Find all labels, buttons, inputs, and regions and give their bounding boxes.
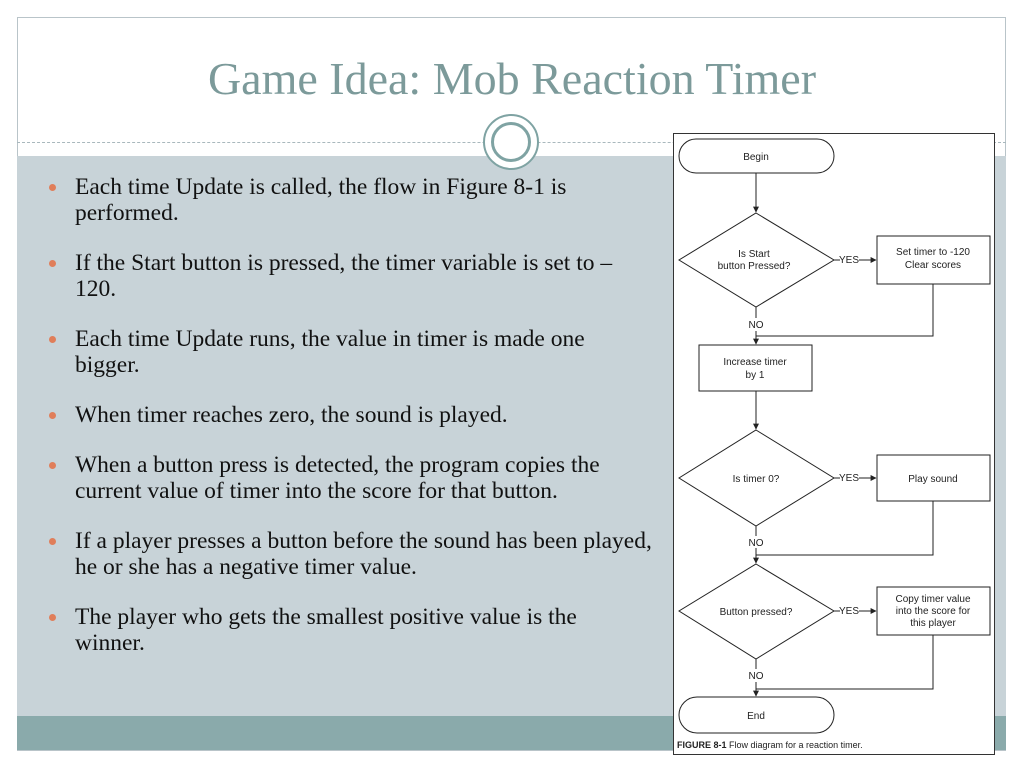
bullet-dot-icon (49, 184, 56, 191)
bullet-text: Each time Update runs, the value in time… (75, 326, 585, 378)
increase-timer-box (698, 344, 813, 392)
bullet-item: If a player presses a button before the … (46, 528, 652, 580)
start-decision-label-line1: Is Start (738, 249, 770, 260)
bullet-item: Each time Update is called, the flow in … (46, 174, 652, 226)
set-timer-label-line1: Set timer to -120 (896, 247, 970, 258)
no-label-timer: NO (749, 538, 764, 549)
bullet-text: If the Start button is pressed, the time… (75, 250, 613, 302)
bullet-item: The player who gets the smallest positiv… (46, 604, 652, 656)
yes-label-timer: YES (839, 473, 859, 484)
line-set-timer-return (756, 284, 934, 337)
caption-text: Flow diagram for a reaction timer. (729, 740, 863, 750)
end-label: End (747, 711, 765, 722)
play-sound-box (876, 454, 991, 502)
figure-caption: FIGURE 8-1 Flow diagram for a reaction t… (677, 740, 863, 750)
bullet-list: Each time Update is called, the flow in … (46, 174, 652, 680)
bullet-text: When a button press is detected, the pro… (75, 452, 600, 504)
copy-label-line1: Copy timer value (895, 594, 970, 605)
copy-label-line2: into the score for (896, 606, 971, 617)
bullet-dot-icon (49, 260, 56, 267)
bullet-item: When a button press is detected, the pro… (46, 452, 652, 504)
yes-label-button: YES (839, 606, 859, 617)
copy-label-line3: this player (910, 618, 956, 629)
flowchart-figure: Begin Is Start button Pressed? Set timer… (673, 133, 995, 755)
start-decision-label-line2: button Pressed? (718, 261, 791, 272)
begin-label: Begin (743, 152, 769, 163)
slide-title: Game Idea: Mob Reaction Timer (207, 53, 817, 104)
timer-decision-label: Is timer 0? (733, 474, 780, 485)
line-play-sound-return (756, 501, 934, 556)
bullet-text: When timer reaches zero, the sound is pl… (75, 402, 508, 428)
bullet-dot-icon (49, 614, 56, 621)
bullet-item: Each time Update runs, the value in time… (46, 326, 652, 378)
increase-label-line1: Increase timer (723, 357, 787, 368)
flowchart-svg: Begin Is Start button Pressed? Set timer… (678, 138, 991, 734)
caption-label: FIGURE 8-1 (677, 740, 727, 750)
bullet-text: If a player presses a button before the … (75, 528, 652, 580)
no-label-start: NO (749, 320, 764, 331)
bullet-text: Each time Update is called, the flow in … (75, 174, 567, 226)
bullet-dot-icon (49, 412, 56, 419)
increase-label-line2: by 1 (746, 370, 765, 381)
start-decision (678, 212, 835, 308)
bullet-item: If the Start button is pressed, the time… (46, 250, 652, 302)
bullet-text: The player who gets the smallest positiv… (75, 604, 577, 656)
no-label-button: NO (749, 671, 764, 682)
bullet-dot-icon (49, 462, 56, 469)
button-decision-label: Button pressed? (720, 607, 793, 618)
line-copy-return (756, 635, 934, 690)
decorative-ring-inner (491, 122, 531, 162)
end-node (678, 696, 835, 734)
bullet-item: When timer reaches zero, the sound is pl… (46, 402, 652, 428)
play-sound-label: Play sound (908, 474, 957, 485)
bullet-dot-icon (49, 538, 56, 545)
bullet-dot-icon (49, 336, 56, 343)
set-timer-label-line2: Clear scores (905, 260, 961, 271)
copy-timer-box (876, 586, 991, 636)
set-timer-box (876, 235, 991, 285)
yes-label-start: YES (839, 255, 859, 266)
